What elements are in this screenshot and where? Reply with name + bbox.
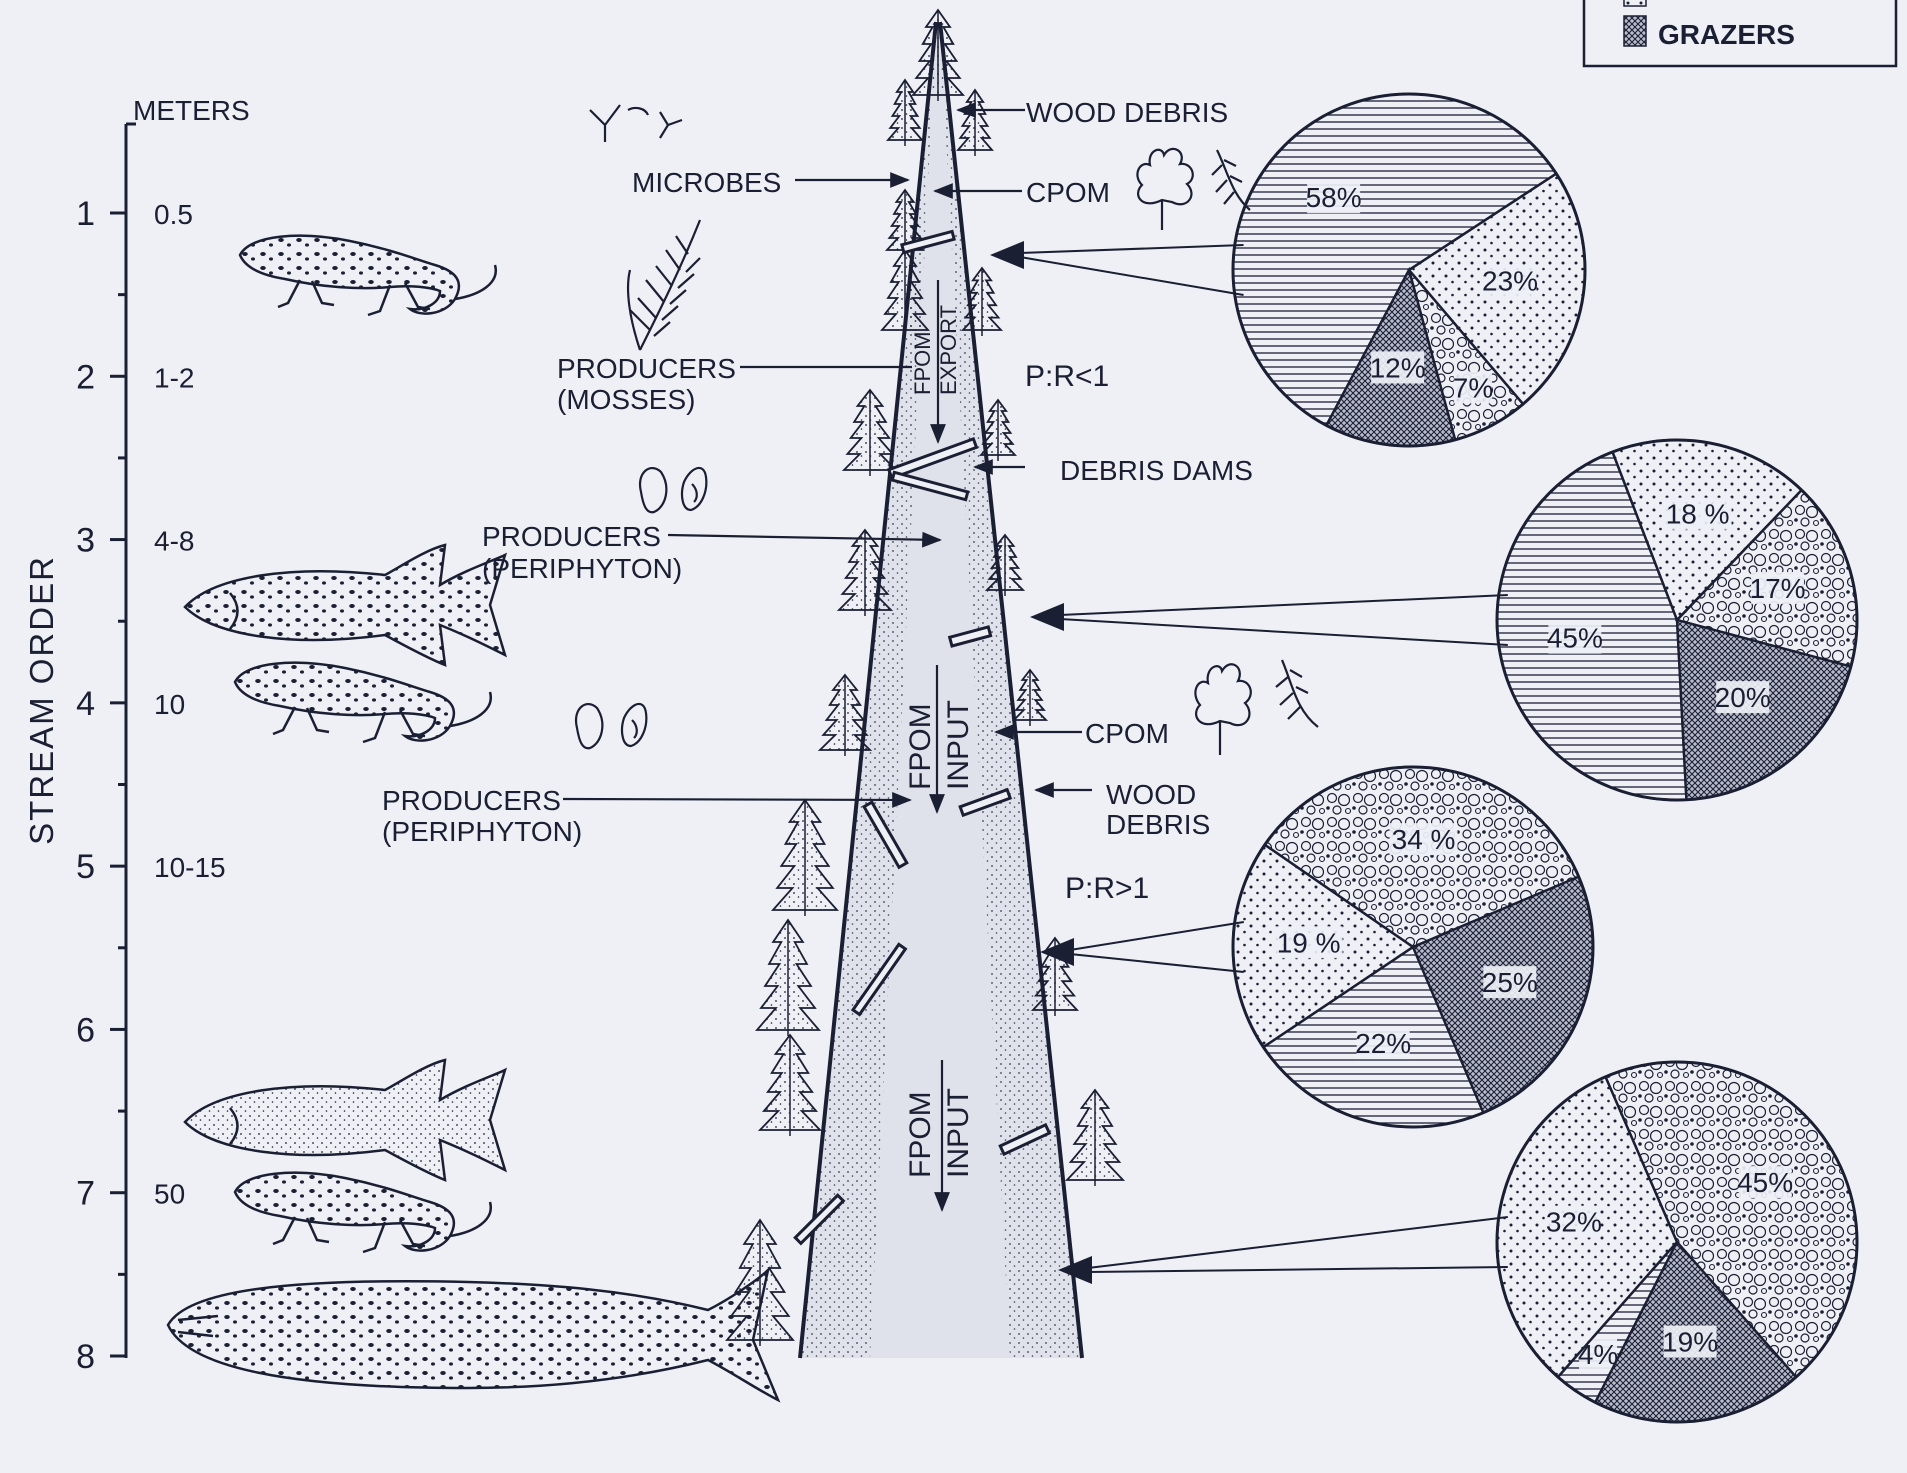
conifer-tree-icon bbox=[913, 10, 963, 101]
axis-order-label: 3 bbox=[76, 522, 95, 560]
stream-order-axis: STREAM ORDER METERS 1 2 3 4 5 6 7 8 0.5 1-2 4-8 10… bbox=[23, 95, 250, 1376]
conifer-tree-icon bbox=[844, 390, 896, 476]
salmon-icon bbox=[168, 1270, 778, 1400]
fpom-input-lower-sub: INPUT bbox=[942, 1088, 975, 1178]
producers-mosses-sub: (MOSSES) bbox=[557, 384, 695, 415]
axis-order-label: 1 bbox=[76, 195, 95, 233]
conifer-tree-icon bbox=[820, 675, 870, 756]
fpom-export-label: FPOM bbox=[910, 331, 935, 395]
functional-group-pie: 58% 23% 7% 12% bbox=[990, 94, 1585, 446]
pie-pointer-line bbox=[1088, 1217, 1508, 1268]
channel-width-label: 10-15 bbox=[154, 852, 226, 883]
pie-pointer-line bbox=[1060, 619, 1508, 645]
diatom-icon bbox=[640, 468, 706, 512]
producers-periphyton-2-leader bbox=[563, 799, 910, 800]
pr-greater-than-one: P:R>1 bbox=[1065, 872, 1149, 905]
fpom-input-sub: INPUT bbox=[942, 700, 975, 790]
legend: GRAZERS bbox=[1584, 0, 1896, 66]
pie-pointer-line bbox=[1070, 954, 1244, 972]
conifer-tree-icon bbox=[1067, 1090, 1123, 1186]
conifer-tree-icon bbox=[958, 90, 992, 156]
annotation-texts: WOOD DEBRIS MICROBES CPOM PRODUCERS (MOS… bbox=[382, 97, 1253, 1178]
cpom-mid-label: CPOM bbox=[1085, 718, 1169, 749]
salamander-icon bbox=[240, 236, 496, 315]
channel-width-label: 50 bbox=[154, 1179, 185, 1210]
conifer-tree-icon bbox=[773, 800, 837, 916]
pie-pointer-line bbox=[1088, 1267, 1508, 1272]
pie-slice-label: 22% bbox=[1355, 1028, 1411, 1059]
axis-title: STREAM ORDER bbox=[23, 555, 60, 845]
cpom-label: CPOM bbox=[1026, 177, 1110, 208]
diatom-icon bbox=[576, 704, 646, 748]
fpom-input-label: FPOM bbox=[904, 703, 937, 790]
salamander-icon bbox=[235, 1173, 491, 1252]
leaf-icon bbox=[1137, 149, 1250, 230]
producers-periphyton-2-label: PRODUCERS bbox=[382, 785, 561, 816]
pie-slice-label: 12% bbox=[1370, 352, 1426, 383]
meters-header: METERS bbox=[133, 95, 250, 126]
axis-order-label: 5 bbox=[76, 848, 95, 886]
pie-pointer-line bbox=[1070, 922, 1244, 950]
pie-slice-label: 58% bbox=[1306, 182, 1362, 213]
channel-width-label: 1-2 bbox=[154, 362, 194, 393]
wood-debris-mid-label: WOOD bbox=[1106, 779, 1196, 810]
channel-width-label: 0.5 bbox=[154, 199, 193, 230]
axis-order-label: 8 bbox=[76, 1338, 95, 1376]
pie-slice-label: 34 % bbox=[1392, 824, 1456, 855]
axis-order-label: 4 bbox=[76, 685, 95, 723]
debris-dams-label: DEBRIS DAMS bbox=[1060, 455, 1253, 486]
channel-width-label: 4-8 bbox=[154, 526, 194, 557]
pie-slice-label: 23% bbox=[1482, 266, 1538, 297]
pie-pointer-line bbox=[1020, 245, 1244, 253]
producers-mosses-label: PRODUCERS bbox=[557, 353, 736, 384]
pie-pointer-arrowhead bbox=[1030, 603, 1064, 631]
wood-debris-mid-sub: DEBRIS bbox=[1106, 809, 1210, 840]
axis-order-label: 2 bbox=[76, 358, 95, 396]
pie-pointer-line bbox=[1060, 595, 1508, 615]
pie-slice-label: 45% bbox=[1547, 623, 1603, 654]
axis-order-label: 7 bbox=[76, 1175, 95, 1213]
pr-less-than-one: P:R<1 bbox=[1025, 360, 1109, 393]
leaf-icon bbox=[1195, 660, 1318, 755]
pie-slice-label: 20% bbox=[1715, 682, 1771, 713]
channel-width-label: 10 bbox=[154, 689, 185, 720]
conifer-tree-icon bbox=[727, 1220, 793, 1346]
pie-slice-label: 32% bbox=[1546, 1207, 1602, 1238]
microbes-label: MICROBES bbox=[632, 167, 781, 198]
conifer-tree-icon bbox=[981, 400, 1015, 461]
pie-pointer-line bbox=[1020, 257, 1244, 295]
conifer-tree-icon bbox=[1014, 670, 1046, 726]
salamander-icon bbox=[235, 663, 491, 742]
pie-pointer-arrowhead bbox=[990, 241, 1024, 269]
pie-slice-label: 17% bbox=[1750, 573, 1806, 604]
pie-slice-label: 25% bbox=[1482, 967, 1538, 998]
fpom-input-lower-label: FPOM bbox=[904, 1091, 937, 1178]
conifer-tree-icon bbox=[760, 1035, 820, 1136]
legend-swatch-grazers bbox=[1624, 16, 1646, 46]
pie-slice-label: 19 % bbox=[1277, 927, 1341, 958]
trout-icon bbox=[185, 1060, 505, 1180]
producers-periphyton-label: PRODUCERS bbox=[482, 521, 661, 552]
microbe-icon bbox=[590, 105, 682, 142]
producers-periphyton-sub: (PERIPHYTON) bbox=[482, 553, 682, 584]
legend-label-grazers: GRAZERS bbox=[1658, 19, 1795, 50]
axis-order-label: 6 bbox=[76, 1011, 95, 1049]
pie-slice-label: 19% bbox=[1662, 1327, 1718, 1358]
trout-icon bbox=[185, 545, 505, 665]
pie-slice-label: 7% bbox=[1453, 372, 1493, 403]
conifer-tree-icon bbox=[757, 920, 819, 1036]
legend-swatch-dots bbox=[1624, 0, 1646, 6]
pie-charts: 58%23%7%12%45%18 %17%20%22%19 %34 %25%4%… bbox=[990, 94, 1857, 1422]
fpom-export-sub: EXPORT bbox=[936, 305, 961, 395]
wood-debris-label: WOOD DEBRIS bbox=[1026, 97, 1228, 128]
moss-icon bbox=[628, 220, 700, 350]
producers-periphyton-2-sub: (PERIPHYTON) bbox=[382, 816, 582, 847]
pie-slice-label: 18 % bbox=[1666, 499, 1730, 530]
pie-slice-label: 45% bbox=[1737, 1167, 1793, 1198]
